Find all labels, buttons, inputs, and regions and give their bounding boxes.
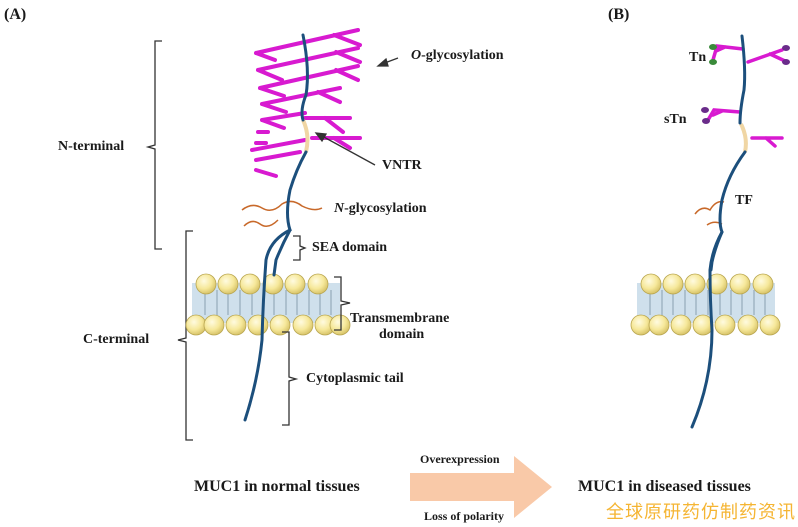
protein-chain-a [243, 33, 309, 422]
transmembrane-label-line1: Transmembrane [350, 311, 450, 326]
c-terminal-label: C-terminal [83, 332, 150, 347]
n-glycans-a [241, 200, 323, 227]
tf-label: TF [735, 193, 753, 208]
tn-label: Tn [689, 50, 707, 65]
transition-arrow [410, 456, 552, 518]
membrane-bilayer-b [630, 273, 781, 336]
protein-chain-b [690, 34, 747, 429]
normal-tissues-caption: MUC1 in normal tissues [194, 478, 360, 495]
n-suffix: -glycosylation [344, 201, 427, 216]
o-glycans-a [250, 28, 362, 178]
panel-a-label: (A) [4, 6, 27, 23]
transmembrane-label-line2: domain [379, 327, 425, 342]
overexpression-label: Overexpression [420, 452, 500, 466]
membrane-bilayer-a [185, 273, 351, 336]
loss-of-polarity-label: Loss of polarity [424, 509, 505, 523]
sea-domain-label: SEA domain [312, 240, 388, 255]
vntr-label: VNTR [382, 158, 422, 173]
o-suffix: -glycosylation [421, 48, 504, 63]
n-terminal-label: N-terminal [58, 139, 125, 154]
o-glycosylation-label: O-glycosylation [411, 48, 504, 64]
stn-label: sTn [664, 112, 687, 127]
cytoplasmic-bracket [282, 331, 299, 426]
vntr-segment-a [301, 119, 310, 153]
transmembrane-bracket [334, 276, 351, 331]
truncated-o-glycans-b [706, 44, 787, 148]
stn-caps [701, 45, 790, 124]
n-prefix: N [334, 201, 345, 216]
n-terminal-bracket [145, 40, 162, 250]
panel-b-label: (B) [608, 6, 630, 23]
diseased-tissues-caption: MUC1 in diseased tissues [578, 478, 751, 495]
cytoplasmic-tail-label: Cytoplasmic tail [306, 371, 404, 386]
watermark: 全球原研药仿制药资讯 [606, 502, 796, 523]
n-glycosylation-label: N-glycosylation [334, 201, 427, 217]
o-prefix: O [411, 48, 422, 63]
pointer-arrows-a [314, 57, 399, 166]
tn-caps [709, 44, 717, 65]
vntr-segment-b [739, 123, 748, 153]
sea-bracket [293, 235, 307, 261]
c-terminal-bracket [177, 230, 193, 441]
